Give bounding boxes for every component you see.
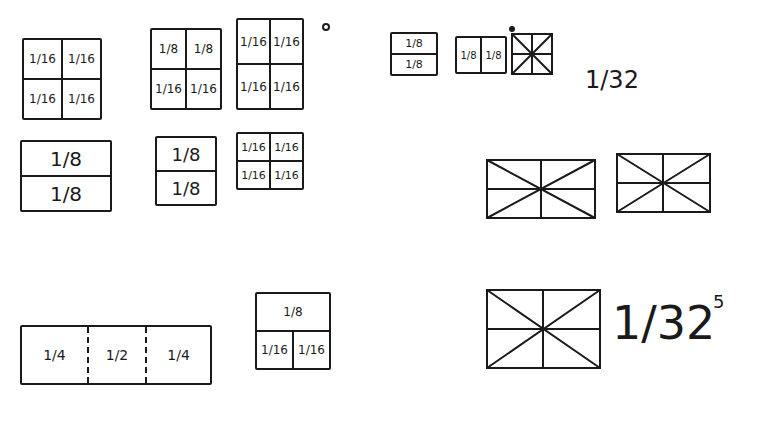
fraction-label: 1/16 <box>24 40 61 78</box>
fraction-label: 1/8 <box>157 138 215 170</box>
fraction-label: 1/4 <box>145 327 210 383</box>
fraction-label: 1/8 <box>392 34 436 53</box>
fraction-label: 1/8 <box>482 38 505 72</box>
fraction-label: 1/8 <box>257 294 329 330</box>
panel-grid: 1/81/8 <box>457 38 505 72</box>
fraction-label: 1/16 <box>238 65 269 108</box>
fraction-label: 1/16 <box>63 40 100 78</box>
fold-panel: 1/81/8 <box>390 32 438 76</box>
panel-grid: 1/81/8 <box>392 34 436 74</box>
fraction-label: 1/8 <box>22 142 110 175</box>
fraction-label: 1/8 <box>22 177 110 210</box>
fraction-label: 1/16 <box>294 332 329 368</box>
fold-panel: 1/161/161/161/16 <box>236 18 304 110</box>
panel-grid: 1/161/161/161/16 <box>238 134 302 188</box>
fraction-label: 1/16 <box>187 70 220 108</box>
fold-panel: 1/41/21/4 <box>20 325 212 385</box>
fold-panel: 1/81/81/161/16 <box>150 28 222 110</box>
fold-panel: 1/81/161/16 <box>255 292 331 370</box>
fold-panel: 1/161/161/161/16 <box>22 38 102 120</box>
panel-grid: 1/161/161/161/16 <box>24 40 100 118</box>
fraction-label: 1/16 <box>271 162 302 188</box>
fold-panel: 1/81/8 <box>455 36 507 74</box>
fraction-label: 1/16 <box>271 134 302 160</box>
fraction-label: 1/8 <box>392 55 436 74</box>
fraction-label: 1/2 <box>87 327 145 383</box>
panel-grid: 1/81/8 <box>22 142 110 210</box>
fraction-label: 1/16 <box>238 20 269 63</box>
fraction-label: 1/8 <box>457 38 480 72</box>
fold-star <box>512 34 552 74</box>
superscript-label: 5 <box>713 293 724 311</box>
fold-panel: 1/81/8 <box>155 136 217 206</box>
fraction-label: 1/16 <box>238 134 269 160</box>
panel-grid: 1/81/161/16 <box>257 294 329 368</box>
fraction-label: 1/16 <box>271 20 302 63</box>
fraction-label: 1/4 <box>22 327 87 383</box>
fraction-label: 1/32 <box>585 68 639 92</box>
panel-grid: 1/161/161/161/16 <box>238 20 302 108</box>
fold-panel: 1/161/161/161/16 <box>236 132 304 190</box>
panel-grid: 1/41/21/4 <box>22 327 210 383</box>
fraction-label: 1/8 <box>152 30 185 68</box>
fraction-label: 1/16 <box>238 162 269 188</box>
dot <box>510 27 514 31</box>
fraction-label: 1/16 <box>24 80 61 118</box>
fold-panel: 1/81/8 <box>20 140 112 212</box>
fraction-label: 1/32 <box>612 300 715 346</box>
fraction-label: 1/8 <box>157 172 215 204</box>
fraction-label: 1/16 <box>257 332 292 368</box>
fraction-label: 1/16 <box>152 70 185 108</box>
small-circle <box>323 24 329 30</box>
fold-star <box>617 154 710 212</box>
fold-star <box>487 160 595 218</box>
panel-grid: 1/81/81/161/16 <box>152 30 220 108</box>
fraction-label: 1/16 <box>63 80 100 118</box>
fraction-label: 1/8 <box>187 30 220 68</box>
panel-grid: 1/81/8 <box>157 138 215 204</box>
fraction-label: 1/16 <box>271 65 302 108</box>
fold-star <box>487 290 600 368</box>
